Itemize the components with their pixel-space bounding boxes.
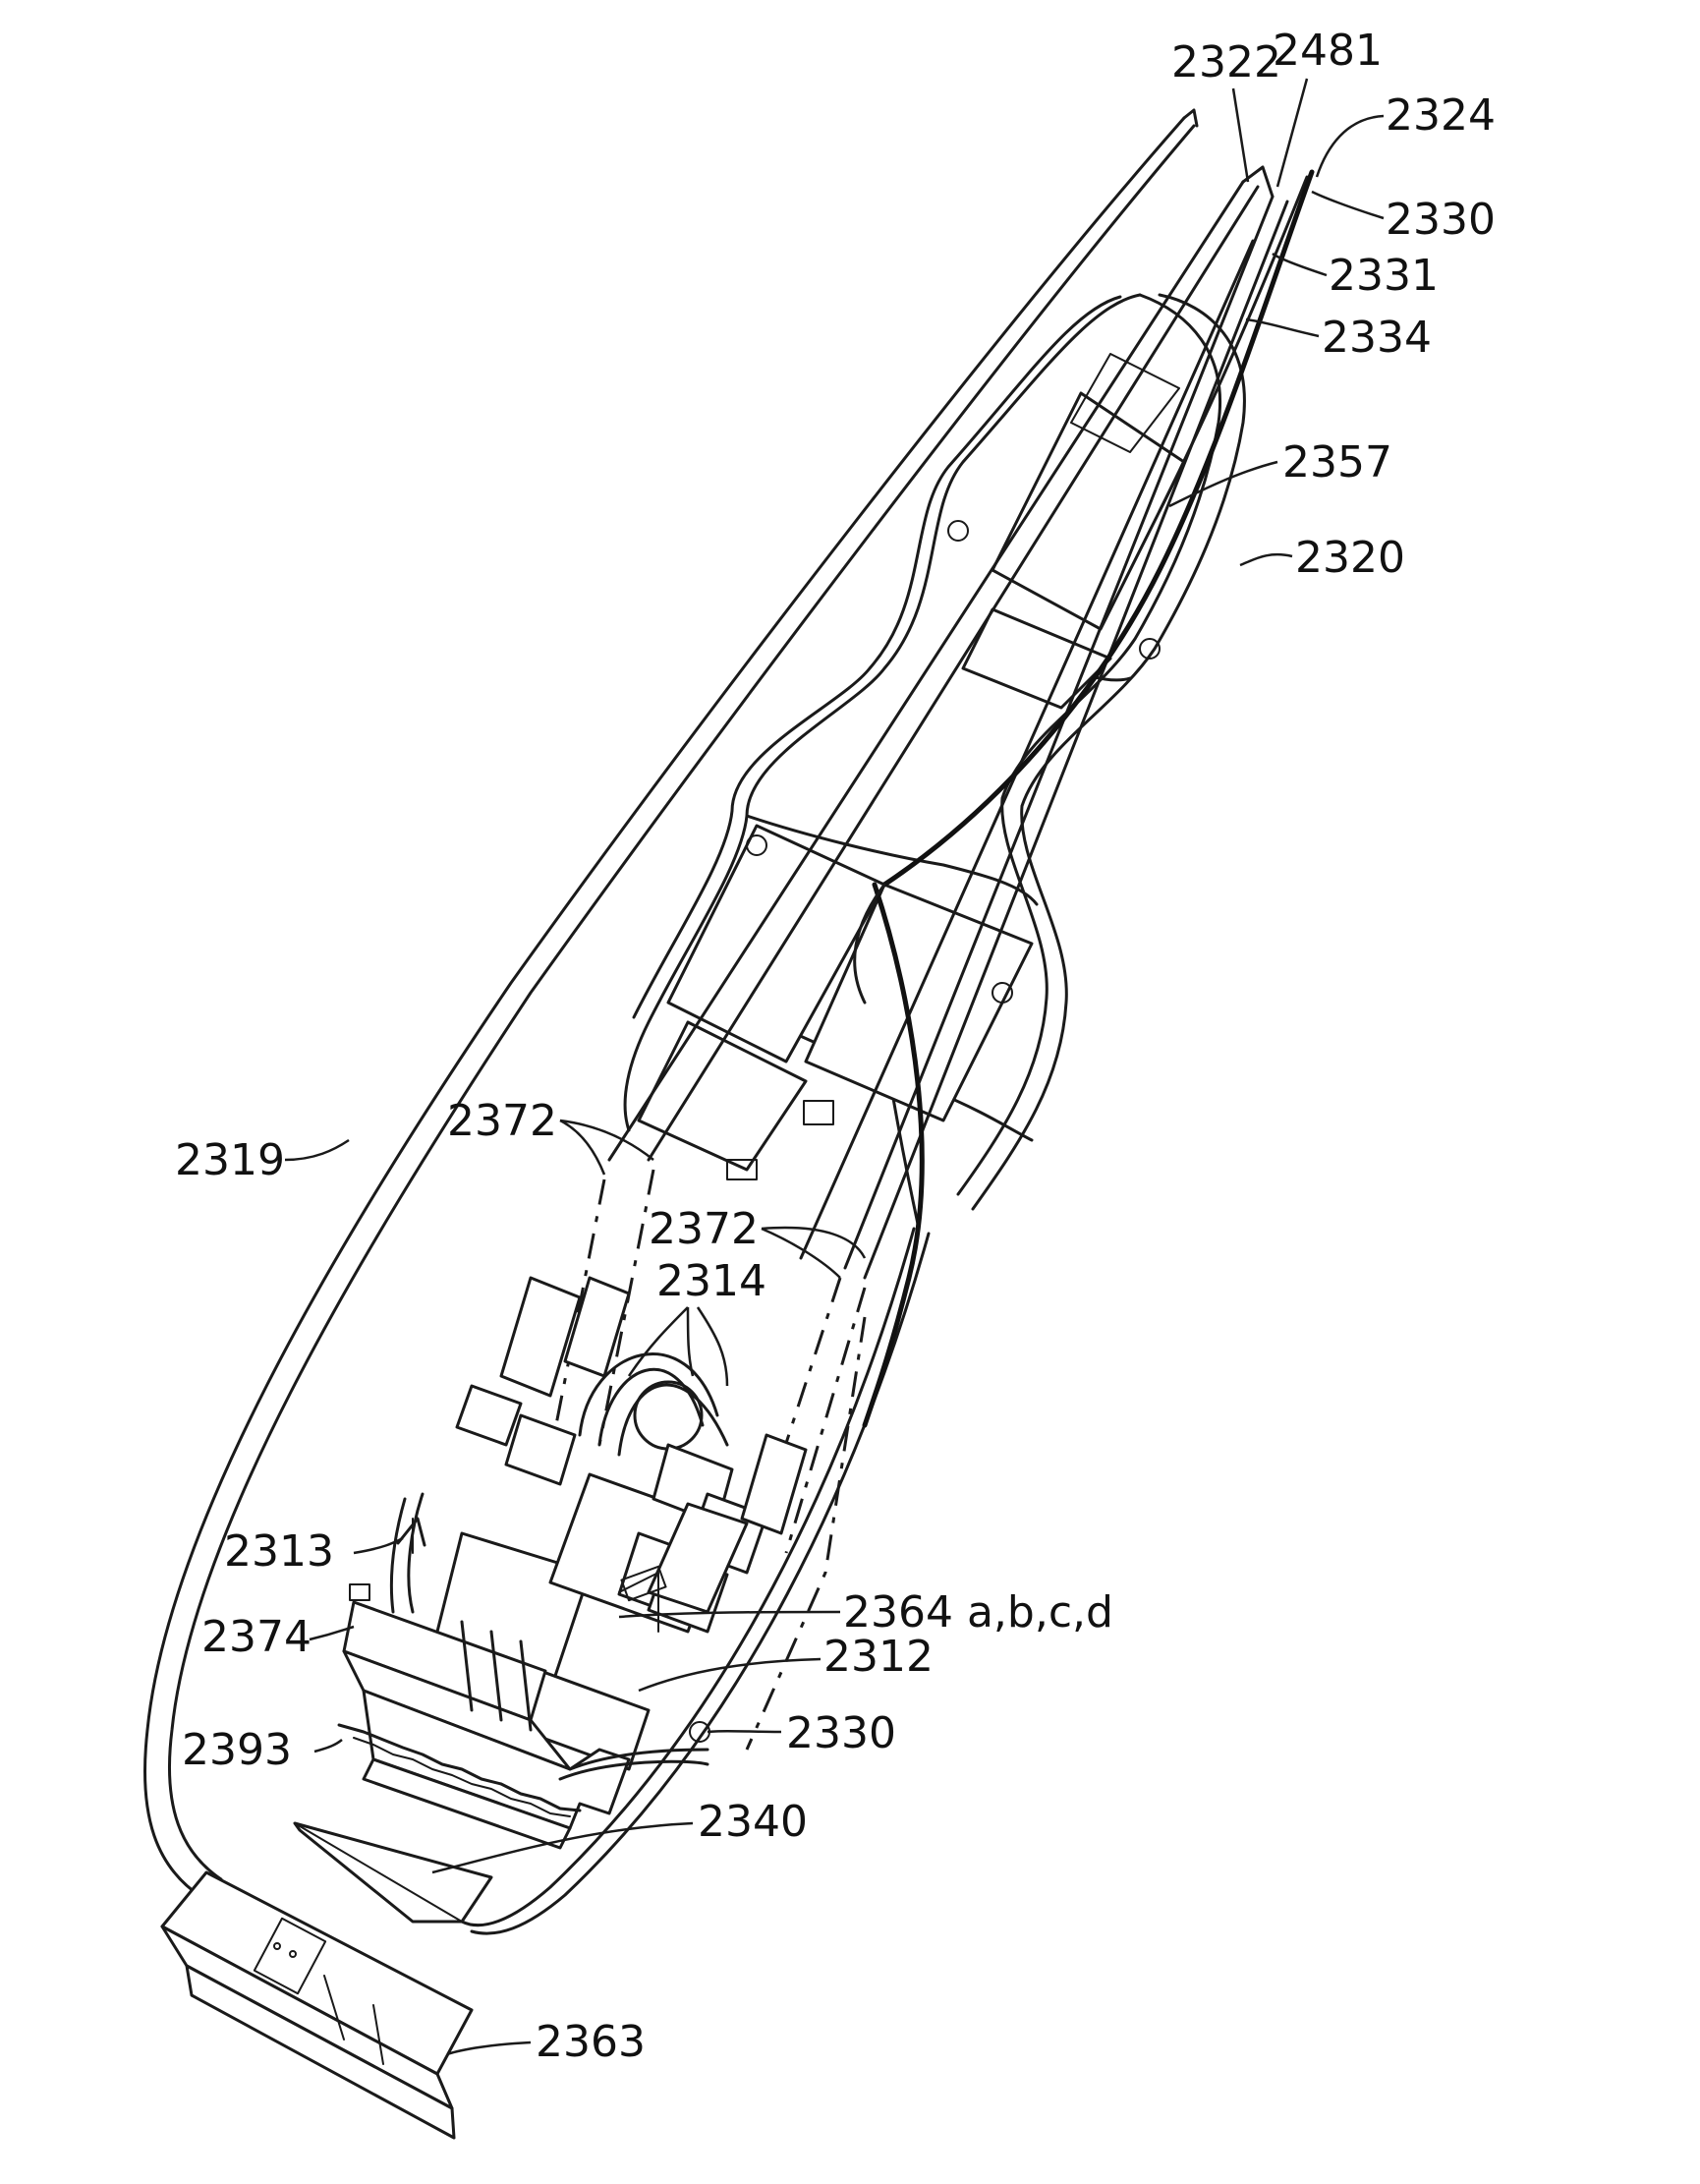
label-2322: 2322 xyxy=(1171,37,1281,87)
label-2312: 2312 xyxy=(823,1632,934,1682)
label-2340: 2340 xyxy=(698,1797,808,1847)
label-2372-b: 2372 xyxy=(649,1204,759,1254)
label-2324: 2324 xyxy=(1386,90,1496,141)
label-2320: 2320 xyxy=(1295,533,1405,583)
label-2364: 2364 a,b,c,d xyxy=(843,1587,1113,1638)
label-2314: 2314 xyxy=(656,1256,766,1306)
label-2334: 2334 xyxy=(1322,313,1432,363)
label-2357: 2357 xyxy=(1282,437,1392,488)
label-2374: 2374 xyxy=(201,1612,312,1662)
label-2313: 2313 xyxy=(224,1526,334,1577)
filter-sheet-2340 xyxy=(295,1823,491,1922)
label-2330-top: 2330 xyxy=(1386,195,1496,245)
label-2372-a: 2372 xyxy=(447,1096,557,1146)
label-2481: 2481 xyxy=(1273,26,1383,76)
label-2330-bottom: 2330 xyxy=(786,1708,896,1758)
label-2363: 2363 xyxy=(536,2017,646,2067)
label-2331: 2331 xyxy=(1329,251,1439,301)
label-2393: 2393 xyxy=(182,1725,292,1775)
label-2319: 2319 xyxy=(175,1135,285,1185)
